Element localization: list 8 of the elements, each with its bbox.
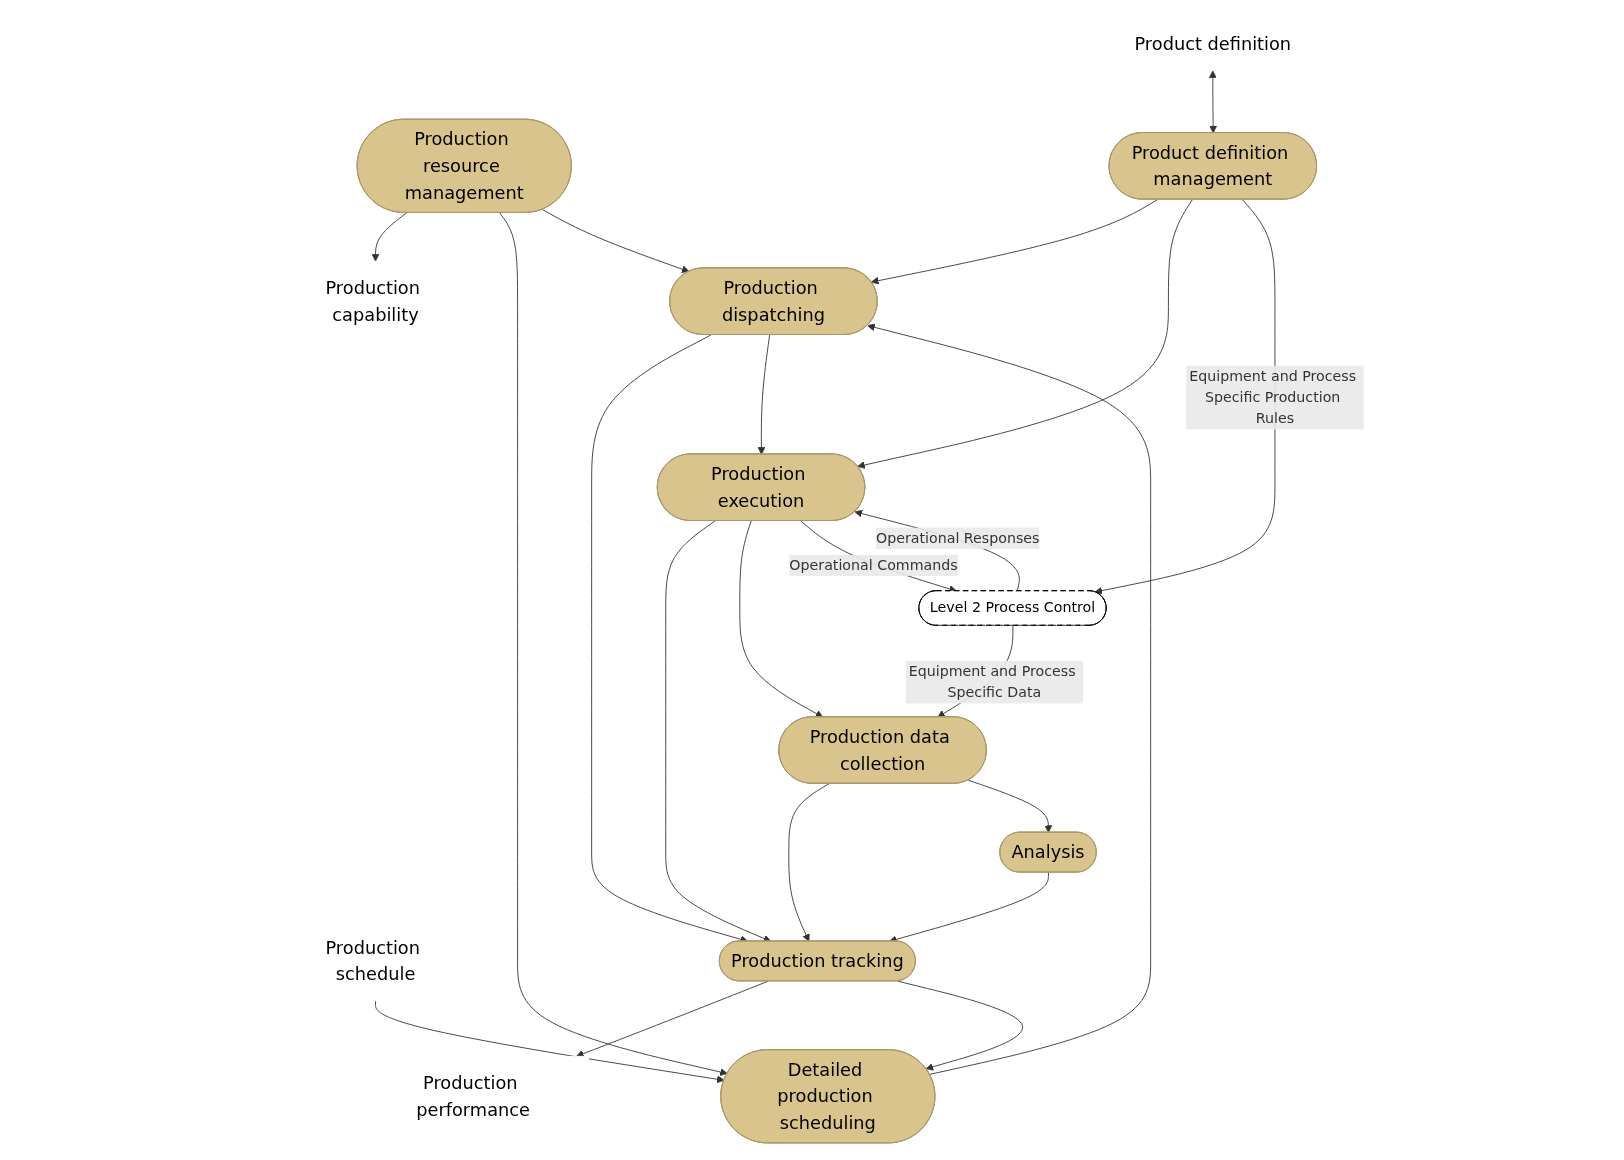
edge-label: Operational Commands [789,556,958,574]
node-text: Production schedule [325,936,421,985]
edge-label: Equipment and Process Specific Production Rules [1189,367,1357,427]
node-text: Product definition [1134,33,1292,55]
node-text: Production performance [416,1072,531,1121]
edge-label: Operational Responses [876,529,1040,547]
node-text: Production capability [325,277,421,326]
edge-label: Equipment and Process Specific Data [908,662,1076,701]
